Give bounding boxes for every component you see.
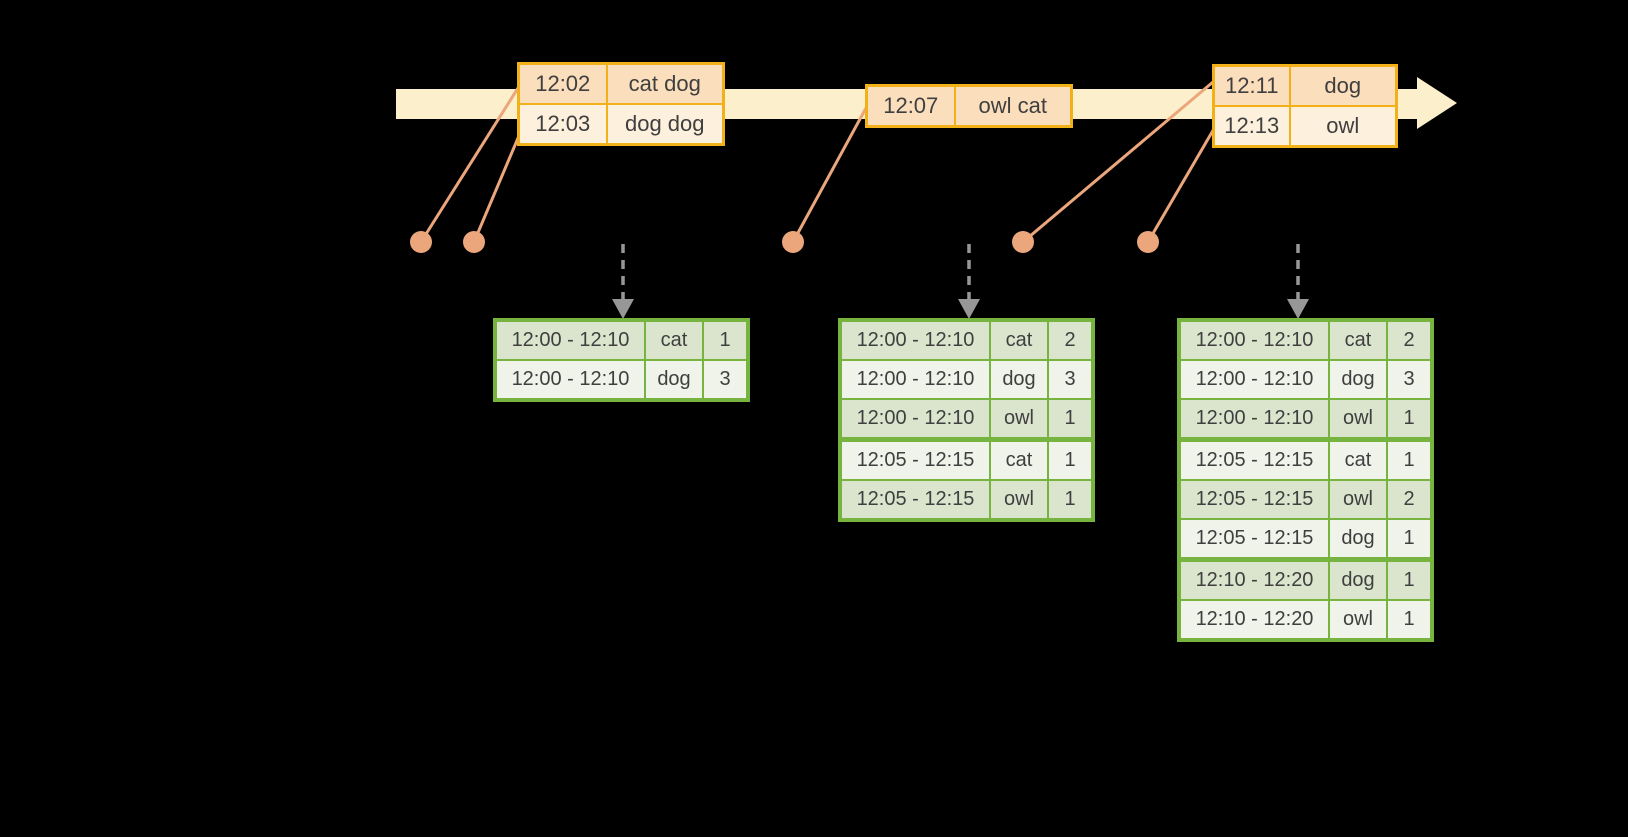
count-cell: 1 [1386, 599, 1433, 641]
word-cell: owl [1328, 599, 1388, 641]
trigger-arrowhead-icon [612, 299, 634, 319]
word-cell: cat [989, 319, 1049, 361]
count-cell: 3 [1386, 359, 1433, 400]
word-cell: dog [644, 359, 704, 401]
window-cell: 12:05 - 12:15 [839, 437, 991, 481]
event-dot [782, 231, 804, 253]
window-cell: 12:00 - 12:10 [839, 319, 991, 361]
word-cell: cat [644, 319, 704, 361]
count-cell: 3 [702, 359, 749, 401]
window-cell: 12:00 - 12:10 [1178, 359, 1330, 400]
event-words-cell: owl [1288, 105, 1398, 148]
word-cell: cat [1328, 319, 1388, 361]
count-cell: 1 [1386, 398, 1433, 441]
event-time-cell: 12:11 [1212, 64, 1291, 107]
event-time-cell: 12:02 [517, 62, 608, 105]
word-cell: dog [989, 359, 1049, 400]
event-time-cell: 12:07 [865, 84, 956, 128]
event-dot [463, 231, 485, 253]
event-connector-line [472, 130, 523, 243]
count-cell: 1 [702, 319, 749, 361]
count-cell: 1 [1047, 479, 1094, 521]
count-cell: 2 [1386, 479, 1433, 520]
word-cell: dog [1328, 359, 1388, 400]
word-cell: owl [1328, 398, 1388, 441]
event-time-cell: 12:13 [1212, 105, 1291, 148]
window-cell: 12:00 - 12:10 [839, 359, 991, 400]
count-cell: 1 [1047, 398, 1094, 441]
count-cell: 1 [1386, 518, 1433, 561]
timeline-arrowhead-icon [1417, 77, 1457, 129]
count-cell: 1 [1047, 437, 1094, 481]
count-cell: 2 [1047, 319, 1094, 361]
window-cell: 12:10 - 12:20 [1178, 557, 1330, 601]
window-cell: 12:00 - 12:10 [1178, 319, 1330, 361]
word-cell: owl [1328, 479, 1388, 520]
event-words-cell: dog dog [605, 103, 725, 146]
word-cell: owl [989, 398, 1049, 441]
event-dot [410, 231, 432, 253]
word-cell: cat [1328, 437, 1388, 481]
event-connector-line [791, 107, 868, 243]
window-cell: 12:00 - 12:10 [494, 319, 646, 361]
word-cell: dog [1328, 557, 1388, 601]
window-cell: 12:05 - 12:15 [1178, 518, 1330, 561]
count-cell: 1 [1386, 557, 1433, 601]
count-cell: 2 [1386, 319, 1433, 361]
event-words-cell: dog [1288, 64, 1398, 107]
count-cell: 3 [1047, 359, 1094, 400]
word-cell: cat [989, 437, 1049, 481]
count-cell: 1 [1386, 437, 1433, 481]
window-cell: 12:05 - 12:15 [1178, 479, 1330, 520]
window-cell: 12:00 - 12:10 [839, 398, 991, 441]
word-cell: owl [989, 479, 1049, 521]
word-cell: dog [1328, 518, 1388, 561]
window-cell: 12:00 - 12:10 [1178, 398, 1330, 441]
window-cell: 12:00 - 12:10 [494, 359, 646, 401]
window-cell: 12:10 - 12:20 [1178, 599, 1330, 641]
trigger-arrowhead-icon [958, 299, 980, 319]
window-cell: 12:05 - 12:15 [1178, 437, 1330, 481]
event-words-cell: cat dog [605, 62, 725, 105]
event-dot [1012, 231, 1034, 253]
event-dot [1137, 231, 1159, 253]
event-connector-line [1146, 126, 1217, 243]
trigger-arrowhead-icon [1287, 299, 1309, 319]
window-cell: 12:05 - 12:15 [839, 479, 991, 521]
event-words-cell: owl cat [953, 84, 1073, 128]
event-time-cell: 12:03 [517, 103, 608, 146]
